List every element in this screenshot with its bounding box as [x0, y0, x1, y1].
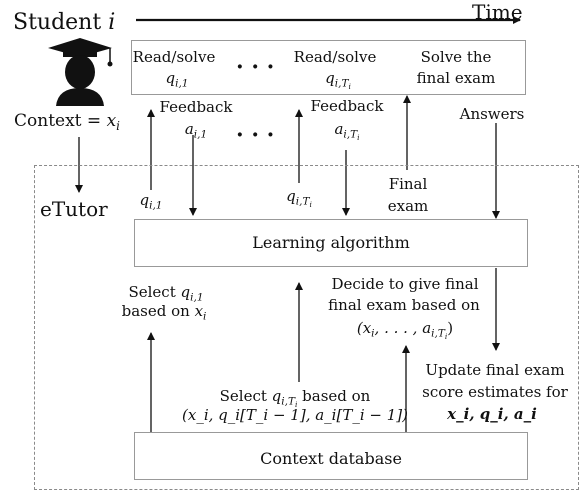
select-q1-line2: based on xi: [121, 302, 207, 323]
context-label: Context = xi: [14, 111, 120, 134]
a-i1: ai,1: [184, 120, 208, 141]
read-solve-label-1: Read/solve: [132, 48, 216, 66]
decide-final-line1: Decide to give final: [331, 275, 479, 293]
time-label: Time: [472, 0, 523, 24]
solve-final-line2: final exam: [416, 69, 496, 87]
q-i1-arrow-label: qi,1: [139, 191, 163, 212]
ellipsis-mid: · · ·: [236, 122, 275, 148]
a-iT: ai,Ti: [334, 120, 360, 142]
select-qT-line2: (x_i, q_i[T_i − 1], a_i[T_i − 1]): [182, 406, 408, 424]
etutor-label: eTutor: [40, 197, 108, 221]
student-icon: [48, 38, 113, 106]
update-line2: score estimates for: [422, 383, 568, 401]
update-line3: x_i, q_i, a_i: [447, 405, 537, 423]
q-iT-arrow-label: qi,Ti: [286, 187, 312, 209]
feedback-label-1: Feedback: [159, 98, 233, 116]
select-q1-line1: Select qi,1: [128, 283, 204, 304]
answers-label: Answers: [459, 105, 525, 123]
feedback-label-2: Feedback: [310, 97, 384, 115]
learning-algorithm-label: Learning algorithm: [252, 233, 410, 252]
student-heading: Student i: [13, 10, 116, 35]
q-iT-top: qi,Ti: [325, 69, 351, 91]
student-activity-box: [131, 40, 526, 95]
decide-final-line2: final exam based on: [328, 296, 480, 314]
update-line1: Update final exam: [425, 361, 565, 379]
solve-final-line1: Solve the: [420, 48, 492, 66]
final-exam-label-1: Final: [388, 175, 428, 193]
select-qT-line1: Select qi,Ti based on: [219, 387, 371, 409]
learning-algorithm-box: [134, 219, 528, 267]
context-database-label: Context database: [260, 449, 402, 468]
decide-final-line3: (xi, . . . , ai,Ti): [356, 319, 454, 341]
context-database-box: [134, 432, 528, 480]
q-i1-top: qi,1: [165, 69, 189, 90]
final-exam-label-2: exam: [387, 197, 429, 215]
read-solve-label-2: Read/solve: [293, 48, 377, 66]
etutor-region: [34, 165, 579, 490]
ellipsis-top: · · ·: [236, 54, 275, 80]
